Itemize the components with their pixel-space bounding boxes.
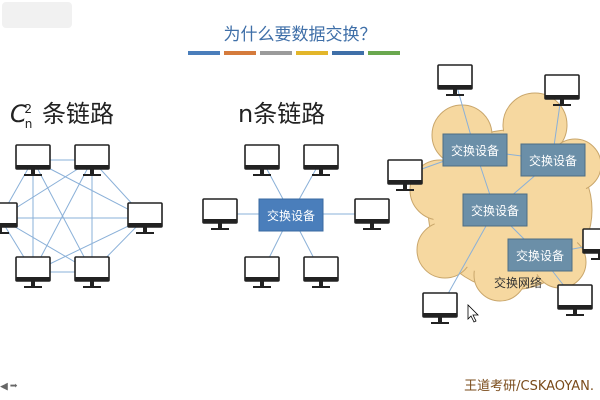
computer-icon [15,256,51,289]
computer-icon [15,144,51,177]
computer-icon [74,144,110,177]
computer-icon [74,256,110,289]
computer-icon [422,292,458,325]
network-label: 交换网络 [494,275,542,290]
accent-bar-navy [332,51,364,55]
computer-icon [437,64,473,97]
network-switch-label: 交换设备 [451,143,499,158]
formula-sup: 2 [24,102,33,116]
full-mesh-heading: Cn2 条链路 [10,94,114,131]
computer-icon [244,256,280,289]
network-switches: 交换设备 交换设备 交换设备 交换设备 [442,133,586,272]
mouse-cursor-icon [467,304,479,323]
accent-bar-blue [188,51,220,55]
star-heading: n条链路 [238,100,326,128]
formula-base: C [10,100,27,128]
star-switch-box [258,198,324,232]
computer-icon [244,144,280,177]
mesh-computers [0,144,163,289]
formula-suffix: 条链路 [42,100,115,128]
computer-icon [557,284,593,317]
slide-nav: ◀➡ [0,379,20,394]
accent-bar-yellow [296,51,328,55]
watermark-logo [2,2,72,28]
network-switch-label: 交换设备 [529,153,577,168]
next-arrow-icon[interactable]: ➡ [9,379,18,394]
formula-sub: n [24,116,33,131]
computer-icon [303,144,339,177]
computer-icon [0,202,18,235]
computer-icon [202,198,238,231]
footer-brand: 王道考研/CSKAOYAN. [464,379,594,394]
computer-icon [354,198,390,231]
slide-title: 为什么要数据交换？ [223,25,377,45]
accent-bar-gray [260,51,292,55]
mesh-links [0,159,146,273]
accent-bar-orange [224,51,256,55]
network-switch-label: 交换设备 [516,248,564,263]
computer-icon [127,202,163,235]
network-switch-label: 交换设备 [471,203,519,218]
star-switch-label: 交换设备 [267,208,315,223]
accent-bar-green [368,51,400,55]
computer-icon [303,256,339,289]
prev-arrow-icon[interactable]: ◀ [0,379,8,394]
